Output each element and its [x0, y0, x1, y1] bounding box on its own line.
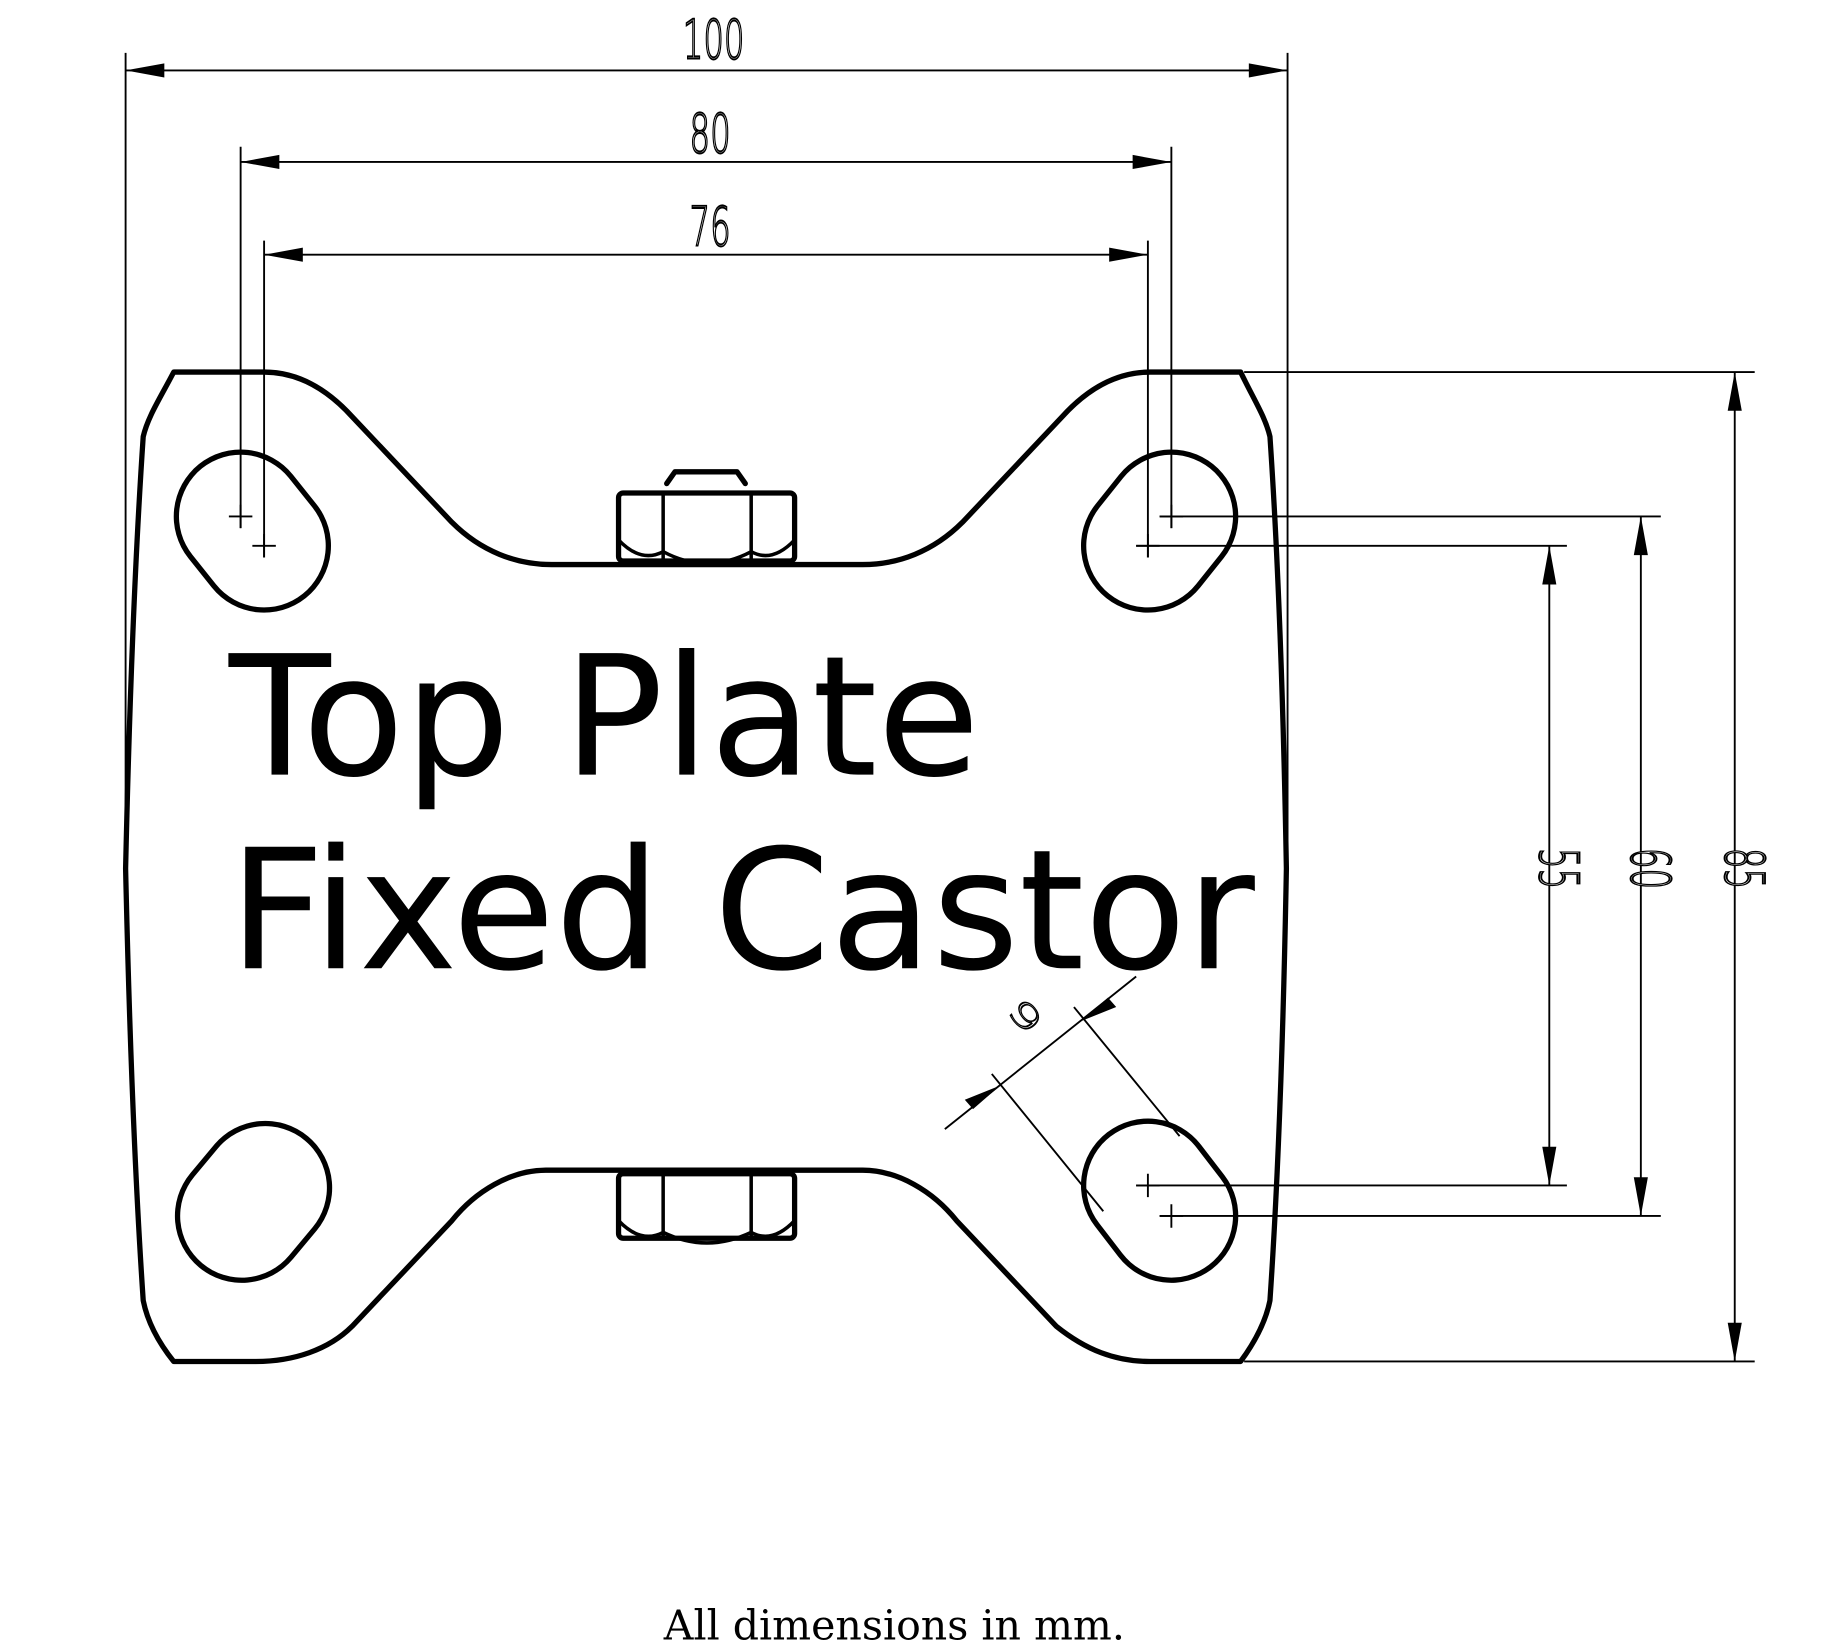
dimension-80: 80 [239, 103, 1173, 529]
dimension-label-85: 85 [1712, 848, 1774, 889]
dimension-85: 85 [1244, 371, 1775, 1363]
plate-outline [122, 369, 1290, 1365]
slot-top-left [173, 449, 331, 613]
dimension-55: 55 [1136, 544, 1589, 1187]
slot-bottom-right [1080, 1118, 1239, 1283]
slot-top-right [1080, 449, 1239, 613]
units-note: All dimensions in mm. [663, 1602, 1125, 1644]
nut-top [615, 469, 798, 566]
slot-bottom-left [174, 1120, 333, 1283]
dimension-label-60: 60 [1618, 848, 1680, 889]
nut-bottom [615, 1171, 798, 1245]
dimension-label-80: 80 [689, 104, 730, 166]
dimension-60: 60 [1159, 515, 1681, 1217]
title-line-2: Fixed Castor [229, 814, 1255, 1008]
dimension-label-76: 76 [689, 197, 730, 259]
title-line-1: Top Plate [228, 621, 980, 815]
dimension-100: 100 [124, 9, 1289, 869]
dimension-label-100: 100 [683, 10, 745, 72]
dimension-76: 76 [263, 196, 1149, 558]
dimension-label-55: 55 [1527, 848, 1589, 889]
